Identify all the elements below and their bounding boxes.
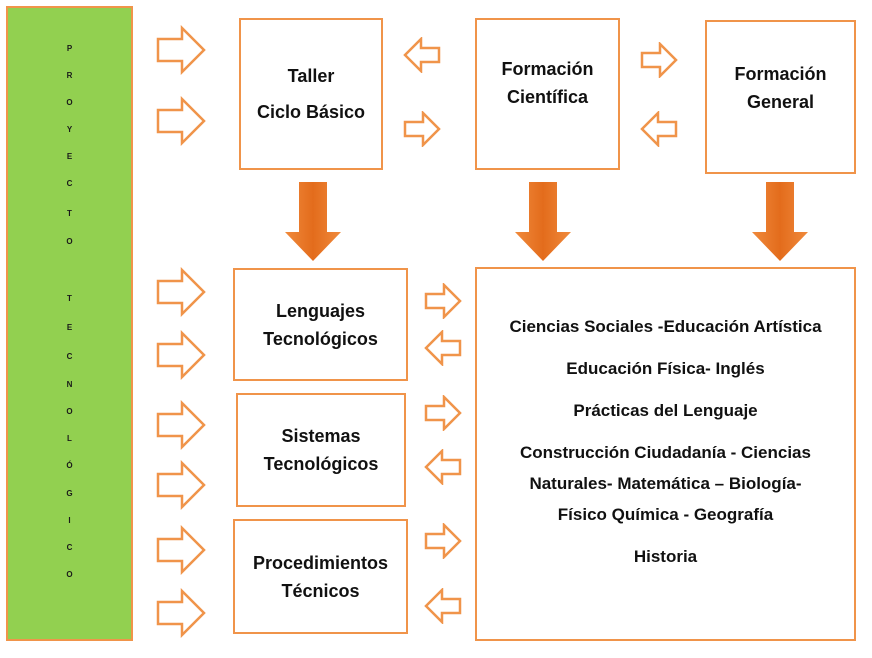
materias-line: Construcción Ciudadanía - Ciencias [520, 443, 811, 462]
arrow-left-icon [403, 37, 441, 73]
materias-line: Naturales- Matemática – Biología- [529, 474, 802, 493]
box-line: Ciclo Básico [256, 102, 366, 122]
box-line: Procedimientos [252, 552, 389, 573]
box-line: Taller [287, 66, 335, 86]
arrow-left-icon [640, 111, 678, 147]
arrow-down-icon [285, 182, 341, 261]
sidebar-letter: O [66, 570, 73, 579]
arrow-right-icon [156, 460, 206, 510]
sidebar-letter: O [66, 237, 73, 246]
formacion-cientifica-box: Formación Científica [475, 18, 620, 170]
box-line: Sistemas [281, 426, 361, 446]
arrow-right-icon [156, 525, 206, 575]
arrow-right-icon [156, 267, 206, 317]
arrow-right-icon [156, 400, 206, 450]
arrow-down-icon [752, 182, 808, 261]
arrow-down-icon [515, 182, 571, 261]
sidebar-letter: C [66, 543, 73, 552]
sidebar-letter: G [66, 489, 73, 498]
sidebar-letter: T [67, 294, 72, 303]
sidebar-letter: Ó [66, 461, 73, 470]
box-line: Tecnológicos [263, 454, 379, 474]
arrow-right-icon [424, 395, 462, 431]
arrow-right-icon [424, 523, 462, 559]
sidebar-letter: I [68, 516, 71, 525]
box-line: General [746, 92, 815, 112]
sidebar-letter: P [66, 44, 73, 53]
arrow-right-icon [156, 588, 206, 638]
formacion-general-box: Formación General [705, 20, 856, 174]
box-line: Formación [501, 59, 594, 79]
sidebar-letter: R [66, 71, 73, 80]
box-line: Formación [734, 64, 827, 84]
arrow-right-icon [424, 283, 462, 319]
arrow-right-icon [403, 111, 441, 147]
arrow-left-icon [424, 449, 462, 485]
sidebar-letter: T [67, 209, 72, 218]
sistemas-tecnologicos-box: Sistemas Tecnológicos [236, 393, 406, 507]
box-line: Tecnológicos [263, 328, 378, 349]
arrow-left-icon [424, 330, 462, 366]
sidebar-letter: L [67, 434, 72, 443]
sidebar-letter: O [66, 407, 73, 416]
arrow-left-icon [424, 588, 462, 624]
taller-ciclo-basico-box: Taller Ciclo Básico [239, 18, 383, 170]
sidebar-letter: O [66, 98, 73, 107]
materias-line: Prácticas del Lenguaje [573, 401, 758, 420]
box-line: Científica [506, 87, 589, 107]
box-line: Lenguajes [275, 300, 366, 321]
materias-box: Ciencias Sociales -Educación Artística E… [475, 267, 856, 641]
box-line: Técnicos [281, 580, 360, 601]
arrow-right-icon [156, 25, 206, 75]
materias-line: Ciencias Sociales -Educación Artística [509, 317, 822, 336]
sidebar-letter: Y [66, 125, 73, 134]
proyecto-tecnologico-sidebar: P R O Y E C T O T E C N O L Ó G I C O [6, 6, 133, 641]
sidebar-letter: N [66, 380, 73, 389]
sidebar-letter: E [66, 323, 73, 332]
arrow-right-icon [156, 96, 206, 146]
sidebar-letter: C [66, 352, 73, 361]
sidebar-letter: C [66, 179, 73, 188]
lenguajes-tecnologicos-box: Lenguajes Tecnológicos [233, 268, 408, 381]
sidebar-letter: E [66, 152, 73, 161]
arrow-right-icon [640, 42, 678, 78]
materias-line: Historia [633, 547, 698, 566]
arrow-right-icon [156, 330, 206, 380]
materias-line: Físico Química - Geografía [557, 505, 774, 524]
materias-line: Educación Física- Inglés [566, 359, 765, 378]
procedimientos-tecnicos-box: Procedimientos Técnicos [233, 519, 408, 634]
